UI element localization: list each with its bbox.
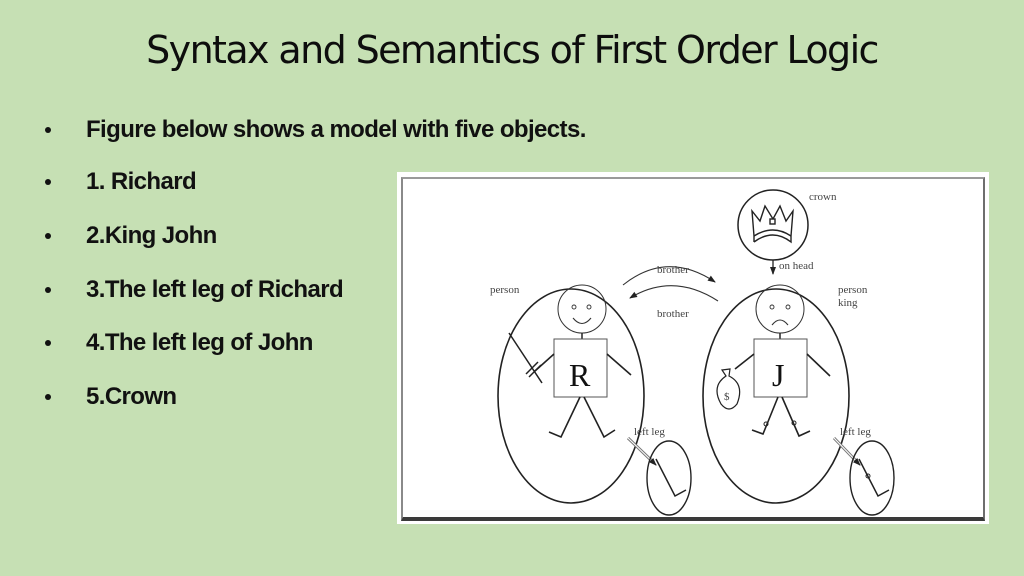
figure-border	[401, 177, 985, 521]
john-ellipse	[702, 288, 850, 504]
bullet-dot-icon	[45, 233, 51, 239]
bullet-text: 4.The left leg of John	[86, 329, 313, 356]
bullet-dot-icon	[45, 127, 51, 133]
bullet-dot-icon	[45, 179, 51, 185]
richard-body	[553, 338, 608, 398]
brother-label-bottom: brother	[657, 308, 689, 320]
brother-arrow-left	[629, 285, 719, 302]
slide-title: Syntax and Semantics of First Order Logi…	[146, 28, 879, 72]
sad-face-icon	[755, 284, 805, 334]
happy-face-icon	[557, 284, 607, 334]
john-left-leg-ellipse	[849, 440, 895, 516]
crown-circle	[737, 189, 809, 261]
john-body	[753, 338, 808, 398]
crown-label: crown	[809, 191, 837, 203]
john-left-leg-arrow	[852, 457, 861, 466]
crown-icon	[751, 204, 794, 244]
john-left-leg-label: left leg	[840, 426, 871, 438]
crown-object: crown	[737, 189, 837, 261]
richard-left-leg-object: left leg	[626, 426, 692, 516]
king-john-object: person king J $	[702, 284, 868, 504]
bullet-text: Figure below shows a model with five obj…	[86, 116, 586, 143]
john-letter: J	[772, 357, 784, 393]
richard-type-label: person	[490, 284, 520, 296]
richard-letter: R	[569, 357, 591, 393]
brother-label-top: brother	[657, 264, 689, 276]
on-head-label: on head	[779, 260, 814, 272]
model-figure: crown on head person R	[397, 172, 989, 524]
sword-icon	[508, 332, 543, 384]
richard-left-leg-arrow	[648, 457, 657, 466]
bullet-dot-icon	[45, 394, 51, 400]
brother-arrow-right	[622, 266, 716, 286]
bullet-dot-icon	[45, 287, 51, 293]
john-type-label-person: person	[838, 284, 868, 296]
richard-left-leg-label: left leg	[634, 426, 665, 438]
money-bag-icon: $	[716, 368, 741, 410]
leg-icon	[655, 458, 687, 498]
money-symbol: $	[724, 391, 730, 403]
knee-mark	[865, 473, 871, 479]
model-diagram: crown on head person R	[490, 189, 895, 516]
brother-relation: brother brother	[622, 264, 719, 320]
bullet-dot-icon	[45, 340, 51, 346]
richard-left-leg-ellipse	[646, 440, 692, 516]
richard-ellipse	[497, 288, 645, 504]
bullet-text: 2.King John	[86, 222, 217, 249]
bullet-text: 1. Richard	[86, 168, 197, 195]
john-type-label-king: king	[838, 297, 858, 309]
richard-object: person R	[490, 284, 645, 504]
bullet-text: 3.The left leg of Richard	[86, 276, 344, 303]
leg-icon	[858, 458, 890, 498]
bullet-text: 5.Crown	[86, 383, 177, 410]
john-left-leg-object: left leg	[832, 426, 895, 516]
